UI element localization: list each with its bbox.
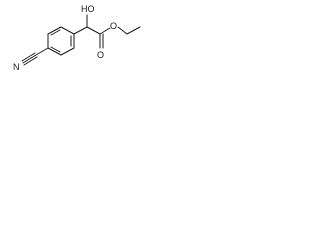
triple-bond bbox=[21, 52, 36, 62]
ring-to-alpha-carbon-bond bbox=[73, 26, 88, 35]
ethyl-bond bbox=[126, 26, 141, 35]
ring-bond bbox=[47, 47, 62, 56]
chemical-structure-diagram: N HO O O bbox=[13, 4, 141, 72]
ester-oxygen-label: O bbox=[110, 21, 117, 31]
hydroxyl-label: HO bbox=[81, 4, 95, 14]
side-chain: HO O O bbox=[73, 4, 141, 60]
ring-double-bond bbox=[50, 29, 61, 36]
ring-bond bbox=[60, 26, 75, 35]
carbonyl-oxygen-label: O bbox=[97, 50, 104, 60]
ring-to-nitrile-bond bbox=[35, 47, 49, 56]
ring-bond bbox=[47, 26, 62, 35]
triple-bond bbox=[23, 56, 38, 66]
nitrogen-label: N bbox=[13, 62, 20, 72]
nitrile-group: N bbox=[13, 47, 49, 72]
benzene-ring bbox=[47, 26, 75, 56]
alpha-carbon-to-carbonyl-bond bbox=[86, 26, 101, 35]
ester-oxygen-to-ethyl-bond bbox=[117, 26, 128, 35]
carbonyl-to-ester-oxygen-bond bbox=[99, 27, 111, 35]
ring-double-bond bbox=[50, 46, 61, 53]
ring-bond bbox=[60, 47, 75, 56]
triple-bond bbox=[22, 54, 37, 64]
